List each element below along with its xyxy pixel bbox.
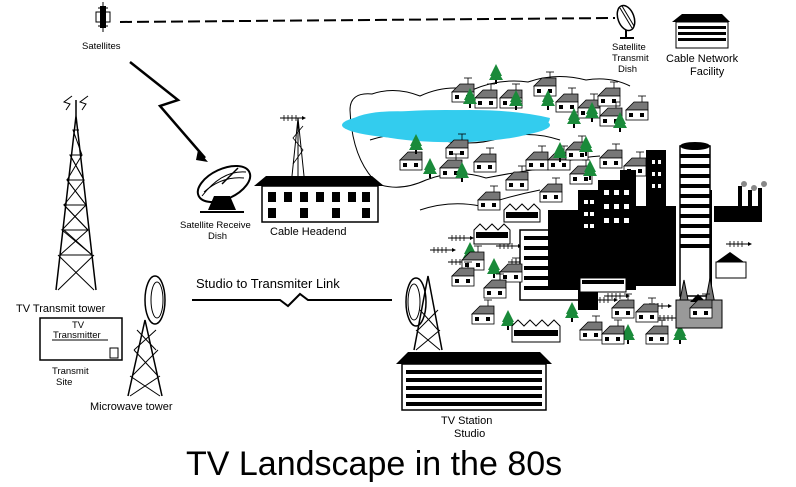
tv-transmitter-label-2: Transmitter [53,330,101,341]
transmit-site-label-2: Site [56,377,72,388]
cable-headend-label: Cable Headend [270,226,346,238]
cable-headend-building [254,114,384,223]
studio-link-bolt [192,292,392,308]
tv-station-studio-building [396,352,552,411]
satellite-transmit-dish-label-1: Satellite [612,42,646,53]
studio-link-label: Studio to Transmiter Link [196,276,340,291]
lake-shape [346,110,550,143]
satellite-transmit-dish-label-3: Dish [618,64,637,75]
tv-station-studio-label-2: Studio [454,428,485,440]
satellite-downlink-bolt [129,61,206,159]
lower-houses [451,245,713,345]
studio-microwave-dish-icon [405,275,443,351]
satellite-receive-dish-label-2: Dish [208,231,227,242]
satellite-uplink-line [119,17,616,23]
satellite-transmit-dish-icon [616,4,636,39]
satellite-receive-dish-icon [196,164,252,213]
transmitter-door [109,347,119,359]
microwave-tower-label: Microwave tower [90,401,173,413]
page-title: TV Landscape in the 80s [186,445,562,483]
satellite-receive-dish-label-1: Satellite Receive [180,220,251,231]
tv-station-studio-label-1: TV Station [441,415,492,427]
satellite-icon [95,2,111,32]
satellite-transmit-dish-label-2: Transmit [612,53,649,64]
cable-network-facility-label-2: Facility [690,66,725,78]
cable-network-facility-label-1: Cable Network [666,53,739,65]
transmit-site-label-1: Transmit [52,366,89,377]
cable-network-facility-building [672,14,730,49]
tv-transmit-tower-icon [55,95,97,291]
satellites-label: Satellites [82,41,121,52]
transmitter-building [39,317,123,361]
tv-transmit-tower-label: TV Transmit tower [16,303,106,315]
tv-transmitter-label-1: TV [72,320,85,331]
microwave-tower-icon [127,275,166,397]
